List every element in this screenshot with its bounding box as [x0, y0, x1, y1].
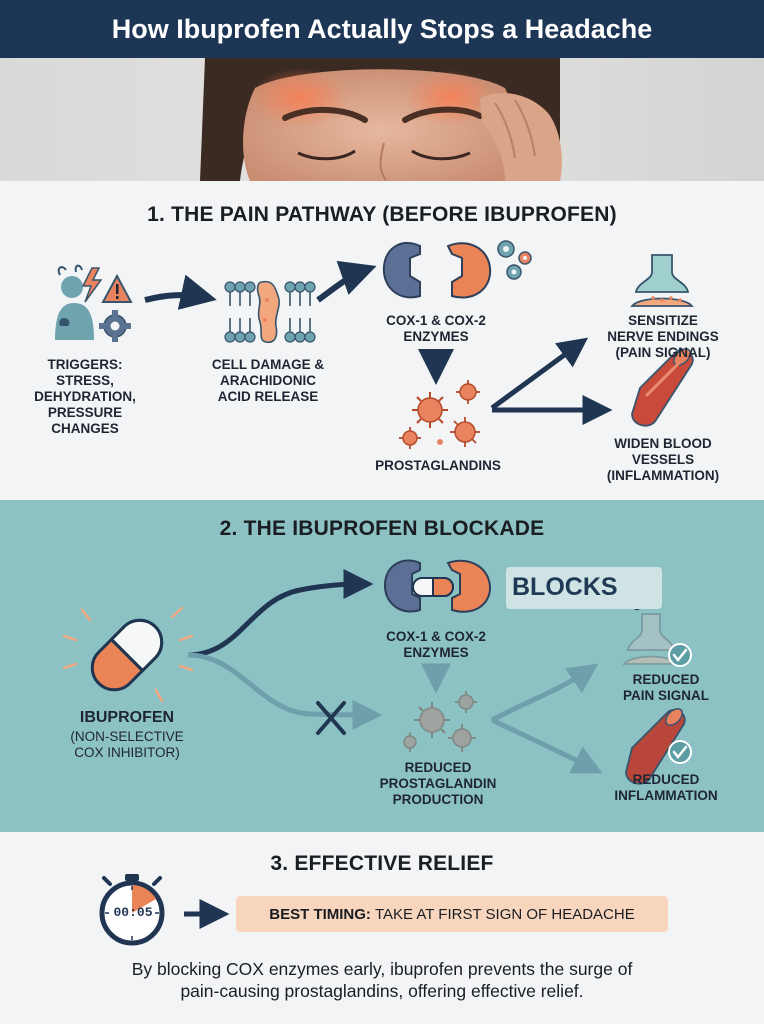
nerve-ending-icon [630, 254, 694, 307]
ibuprofen-pill-icon [90, 618, 164, 692]
stopwatch-icon [99, 874, 165, 946]
blocked-enzymes-line-2: ENZYMES [403, 645, 469, 660]
enzymes-label: COX-1 & COX-2 ENZYMES [362, 313, 510, 345]
blocks-tag [506, 567, 662, 609]
enzymes-line-1: COX-1 & COX-2 [386, 313, 486, 328]
blood-vessel-icon [631, 348, 694, 427]
reduced-production-line-3: PRODUCTION [392, 792, 484, 807]
widen-label: WIDEN BLOOD VESSELS (INFLAMMATION) [588, 436, 738, 484]
arrow-triggers-to-cell [144, 274, 217, 310]
sensitize-line-2: NERVE ENDINGS [607, 329, 719, 344]
reduced-vessel-icon [625, 708, 692, 785]
ibuprofen-label: IBUPROFEN [79, 709, 175, 726]
enzymes-line-2: ENZYMES [403, 329, 469, 344]
cell-damage-label: CELL DAMAGE & ARACHIDONIC ACID RELEASE [196, 357, 340, 405]
reduced-nerve-icon [622, 613, 692, 667]
reduced-pain-line-2: PAIN SIGNAL [622, 688, 709, 703]
reduced-inflammation-line-1: REDUCED [632, 772, 700, 787]
cell-membrane-icon [224, 280, 316, 344]
arrow-cell-to-enzymes [316, 260, 377, 303]
widen-line-2: VESSELS [631, 452, 695, 467]
sensitize-line-1: SENSITIZE [628, 313, 698, 328]
widen-line-1: WIDEN BLOOD [614, 436, 712, 451]
cell-damage-line-3: ACID RELEASE [217, 389, 319, 404]
cell-damage-line-2: ARACHIDONIC [220, 373, 316, 388]
reduced-pain-label: REDUCED PAIN SIGNAL [598, 672, 734, 704]
reduced-production-line-1: REDUCED [404, 760, 472, 775]
ibuprofen-sub-label: (NON-SELECTIVE COX INHIBITOR) [52, 729, 202, 761]
summary-line-2: pain-causing prostaglandins, offering ef… [180, 981, 584, 1001]
arrow-pill-to-enzymes [187, 569, 374, 658]
blocks-label: BLOCKS [512, 573, 618, 601]
best-timing-label: BEST TIMING: [269, 905, 371, 923]
section-2-title: 2. THE IBUPROFEN BLOCKADE [219, 517, 545, 540]
reduced-production-label: REDUCED PROSTAGLANDIN PRODUCTION [360, 760, 516, 808]
reduced-pain-line-1: REDUCED [632, 672, 700, 687]
reduced-inflammation-line-2: INFLAMMATION [614, 788, 718, 803]
headache-photo [0, 58, 764, 181]
summary-text: By blocking COX enzymes early, ibuprofen… [40, 958, 724, 1002]
summary-line-1: By blocking COX enzymes early, ibuprofen… [131, 959, 633, 979]
blocked-x-icon [316, 701, 346, 735]
ibuprofen-sub-line-1: (NON-SELECTIVE [70, 729, 184, 744]
reduced-prostaglandins-icon [403, 691, 477, 752]
cell-damage-line-1: CELL DAMAGE & [211, 357, 325, 372]
triggers-icon [55, 264, 133, 342]
triggers-line-4: PRESSURE [47, 405, 123, 420]
sensitize-label: SENSITIZE NERVE ENDINGS (PAIN SIGNAL) [588, 313, 738, 361]
best-timing-box: BEST TIMING: TAKE AT FIRST SIGN OF HEADA… [236, 896, 668, 932]
prostaglandins-label: PROSTAGLANDINS [375, 458, 501, 473]
sensitize-line-3: (PAIN SIGNAL) [615, 345, 711, 360]
triggers-label: TRIGGERS: STRESS, DEHYDRATION, PRESSURE … [22, 357, 148, 437]
ibuprofen-sub-line-2: COX INHIBITOR) [74, 745, 180, 760]
pain-pathway-section [0, 181, 764, 500]
pill-glow [62, 606, 194, 703]
widen-line-3: (INFLAMMATION) [606, 468, 720, 483]
section-3-title: 3. EFFECTIVE RELIEF [270, 852, 494, 875]
page-title: How Ibuprofen Actually Stops a Headache [0, 0, 764, 58]
triggers-line-5: CHANGES [51, 421, 119, 436]
arrow-to-nerve [490, 337, 589, 411]
triggers-line-2: STRESS, [56, 373, 114, 388]
triggers-line-1: TRIGGERS: [47, 357, 123, 372]
reduced-production-line-2: PROSTAGLANDIN [379, 776, 497, 791]
arrow-to-reduced-inflammation [490, 717, 603, 774]
arrow-to-reduced-pain [490, 663, 599, 723]
blocked-enzymes-line-1: COX-1 & COX-2 [386, 629, 486, 644]
reduced-inflammation-label: REDUCED INFLAMMATION [590, 772, 742, 804]
best-timing-text: TAKE AT FIRST SIGN OF HEADACHE [374, 905, 635, 923]
headache-photo-illustration [0, 58, 764, 181]
arrow-pill-blocked [187, 652, 383, 730]
blocked-enzymes-label: COX-1 & COX-2 ENZYMES [362, 629, 510, 661]
timer-readout: 00:05 [113, 905, 153, 920]
prostaglandins-icon [399, 380, 480, 449]
cox-enzymes-icon [382, 240, 532, 299]
section-1-title: 1. THE PAIN PATHWAY (BEFORE IBUPROFEN) [147, 203, 617, 226]
blocked-enzymes-icon [383, 559, 492, 613]
triggers-line-3: DEHYDRATION, [34, 389, 136, 404]
